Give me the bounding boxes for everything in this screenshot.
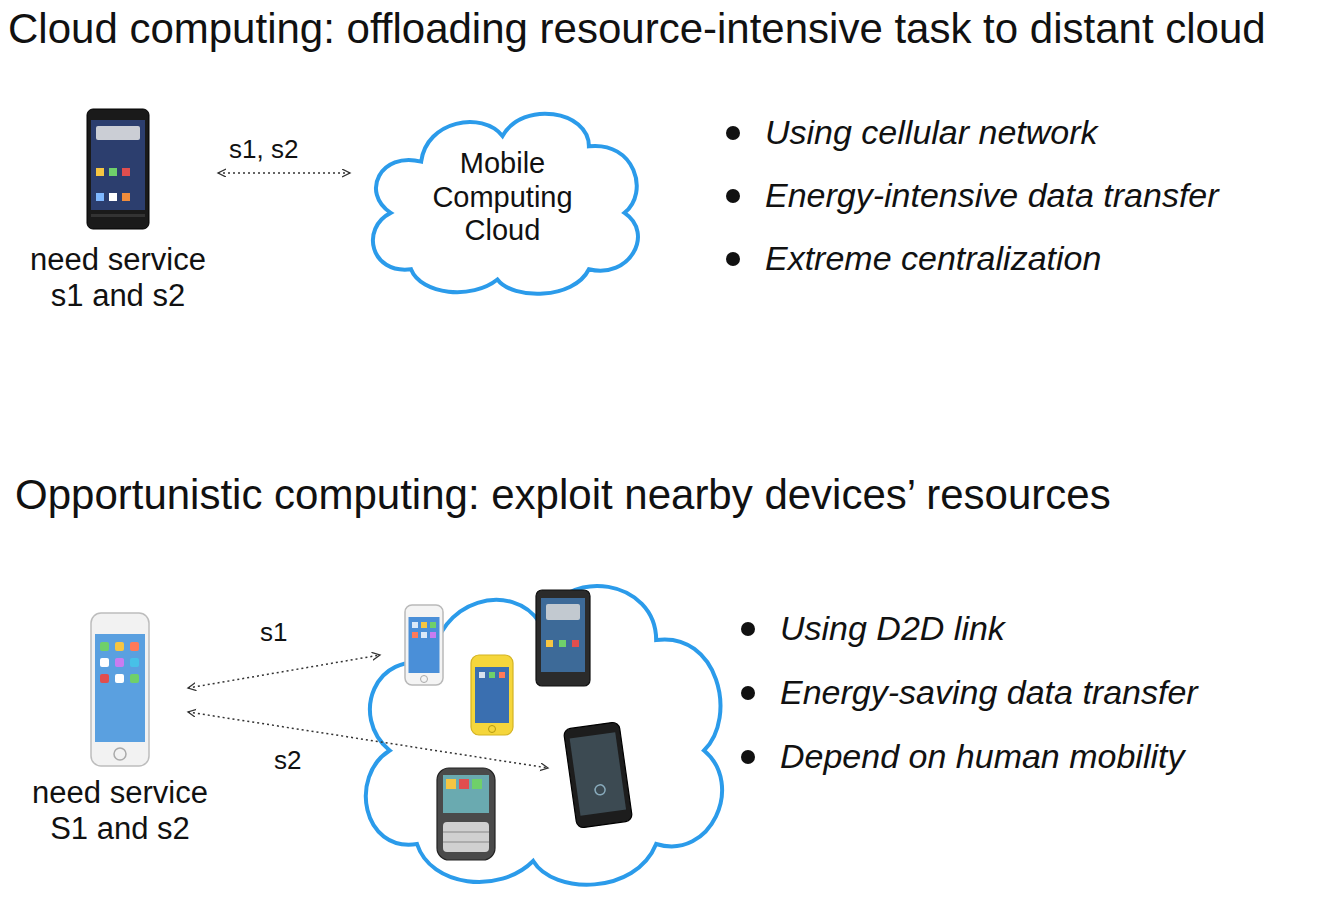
phone-icon	[90, 612, 150, 767]
cloud-node: Mobile Computing Cloud	[350, 95, 655, 300]
bullet-dot	[741, 686, 755, 700]
black-phone	[563, 722, 632, 829]
bullet-text: Depend on human mobility	[780, 736, 1184, 777]
node-text-holder: need service s1 and s2	[18, 242, 218, 313]
link-label: s1	[260, 617, 287, 648]
bullet-text: Extreme centralization	[765, 238, 1101, 279]
bullet-dot	[741, 622, 755, 636]
cloud-outline	[366, 586, 722, 885]
device-caption: need service s1 and s2	[18, 242, 218, 313]
device-node: need service S1 and s2	[20, 612, 220, 846]
qwerty-phone	[437, 768, 495, 860]
diagram-title: Cloud computing: offloading resource-int…	[8, 4, 1266, 54]
connector	[218, 172, 350, 174]
section-heading: Opportunistic computing: exploit nearby …	[15, 470, 1111, 520]
connector-label: s1, s2	[227, 134, 300, 165]
bullet-text: Energy-saving data transfer	[780, 672, 1198, 713]
d2d-link	[188, 655, 380, 688]
bullet-dot	[741, 750, 755, 764]
bullet-text: Using cellular network	[765, 112, 1098, 153]
link-label: s2	[274, 745, 301, 776]
bullet-dot	[726, 252, 740, 266]
bullet-dot	[726, 189, 740, 203]
node-text-holder: need service S1 and s2	[20, 775, 220, 846]
white-phone	[405, 605, 443, 685]
bullet-text: Using D2D link	[780, 608, 1005, 649]
bullet-text: Energy-intensive data transfer	[765, 175, 1219, 216]
cloud-label: Mobile Computing Cloud	[423, 147, 583, 247]
dark-phone	[536, 590, 590, 686]
bullet-dot	[726, 126, 740, 140]
device-caption: need service S1 and s2	[20, 775, 220, 846]
device-cloud	[366, 586, 722, 885]
node-text-holder: Mobile Computing Cloud	[350, 95, 655, 300]
phone-icon	[86, 108, 150, 230]
d2d-link	[188, 712, 548, 768]
device-node: need service s1 and s2	[18, 108, 218, 313]
yellow-phone	[471, 655, 513, 735]
